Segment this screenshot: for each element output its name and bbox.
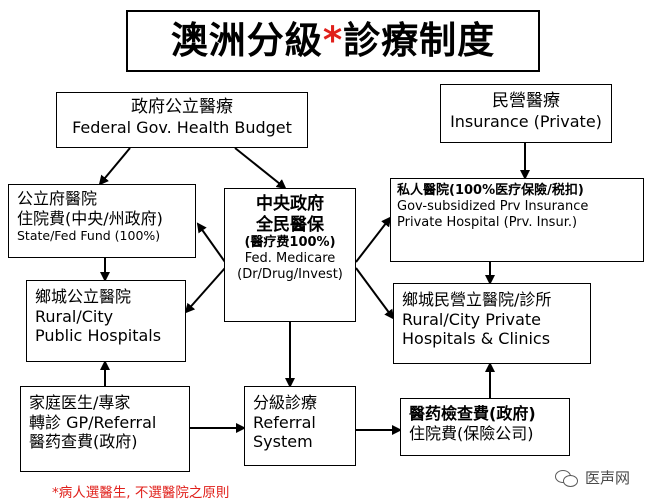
rural-private-line3: Hospitals & Clinics bbox=[402, 329, 551, 349]
title-rest: 診療制度 bbox=[343, 19, 496, 62]
rural-public-line2: Rural/City bbox=[35, 306, 114, 326]
rural-private-line2: Rural/City Private bbox=[402, 309, 541, 329]
referral-system-box: 分級診療 Referral System bbox=[244, 386, 356, 466]
private-insurance-en: Insurance (Private) bbox=[450, 111, 602, 131]
rural-public-line3: Public Hospitals bbox=[35, 326, 162, 346]
drug-exam-line1: 醫药檢查費(政府) bbox=[409, 404, 536, 423]
page-title: 澳洲分級*診療制度 bbox=[126, 10, 540, 72]
gp-referral-line1: 家庭医生/專家 bbox=[29, 393, 131, 412]
watermark-text: 医声网 bbox=[585, 469, 631, 487]
gp-referral-line2: 轉診 GP/Referral bbox=[29, 412, 157, 432]
private-insurance-zh: 民營醫療 bbox=[492, 91, 560, 111]
arrow-medicare-to-private bbox=[355, 216, 392, 263]
gp-referral-box: 家庭医生/專家 轉診 GP/Referral 醫药查費(政府) bbox=[20, 386, 190, 472]
chat-bubbles-icon bbox=[555, 468, 579, 488]
drug-exam-line2: 住院費(保險公司) bbox=[409, 423, 534, 443]
drug-exam-box: 醫药檢查費(政府) 住院費(保險公司) bbox=[400, 398, 570, 456]
gp-referral-line3: 醫药查費(政府) bbox=[29, 432, 138, 452]
medicare-line5: (Dr/Drug/Invest) bbox=[237, 267, 343, 283]
rural-private-box: 鄉城民營立醫院/診所 Rural/City Private Hospitals … bbox=[393, 283, 591, 364]
referral-system-line3: System bbox=[253, 432, 313, 452]
private-insurance-box: 民營醫療 Insurance (Private) bbox=[440, 84, 612, 143]
title-main: 澳洲分級 bbox=[170, 19, 323, 62]
state-hospital-line2: 住院費(中央/州政府) bbox=[17, 208, 163, 228]
medicare-box: 中央政府 全民醫保 (醫疗费100%) Fed. Medicare (Dr/Dr… bbox=[224, 188, 356, 322]
state-hospital-box: 公立府醫院 住院費(中央/州政府) State/Fed Fund (100%) bbox=[8, 184, 196, 258]
arrow-medicare-to-rural-private bbox=[355, 267, 395, 320]
gov-public-en: Federal Gov. Health Budget bbox=[72, 117, 292, 137]
private-hospital-line1: 私人醫院(100%医疗保險/税扣) bbox=[397, 183, 584, 198]
private-hospital-line2: Gov-subsidized Prv Insurance bbox=[397, 198, 589, 214]
rural-private-line1: 鄉城民營立醫院/診所 bbox=[402, 290, 552, 309]
arrow-medicare-to-state bbox=[196, 222, 226, 263]
referral-system-line2: Referral bbox=[253, 412, 316, 432]
watermark: 医声网 bbox=[555, 467, 630, 488]
arrow-medicare-to-rural-public bbox=[184, 267, 226, 314]
footnote: *病人選醫生, 不選醫院之原則 bbox=[52, 485, 230, 501]
arrow-gov-to-state bbox=[98, 147, 131, 186]
rural-public-line1: 鄉城公立醫院 bbox=[35, 287, 132, 306]
private-hospital-line3: Private Hospital (Prv. Insur.) bbox=[397, 214, 578, 230]
rural-public-box: 鄉城公立醫院 Rural/City Public Hospitals bbox=[26, 280, 186, 362]
medicare-line4: Fed. Medicare bbox=[244, 251, 336, 267]
state-hospital-line1: 公立府醫院 bbox=[17, 189, 98, 208]
arrow-gov-to-medicare bbox=[234, 147, 287, 190]
medicare-line3: (醫疗费100%) bbox=[244, 235, 336, 251]
gov-public-zh: 政府公立醫療 bbox=[131, 97, 233, 117]
state-hospital-line3: State/Fed Fund (100%) bbox=[17, 228, 161, 244]
gov-public-box: 政府公立醫療 Federal Gov. Health Budget bbox=[56, 92, 308, 148]
title-star: * bbox=[322, 19, 344, 62]
medicare-line2: 全民醫保 bbox=[256, 214, 324, 235]
referral-system-line1: 分級診療 bbox=[253, 393, 318, 412]
medicare-line1: 中央政府 bbox=[256, 194, 324, 214]
private-hospital-box: 私人醫院(100%医疗保險/税扣) Gov-subsidized Prv Ins… bbox=[390, 178, 644, 262]
